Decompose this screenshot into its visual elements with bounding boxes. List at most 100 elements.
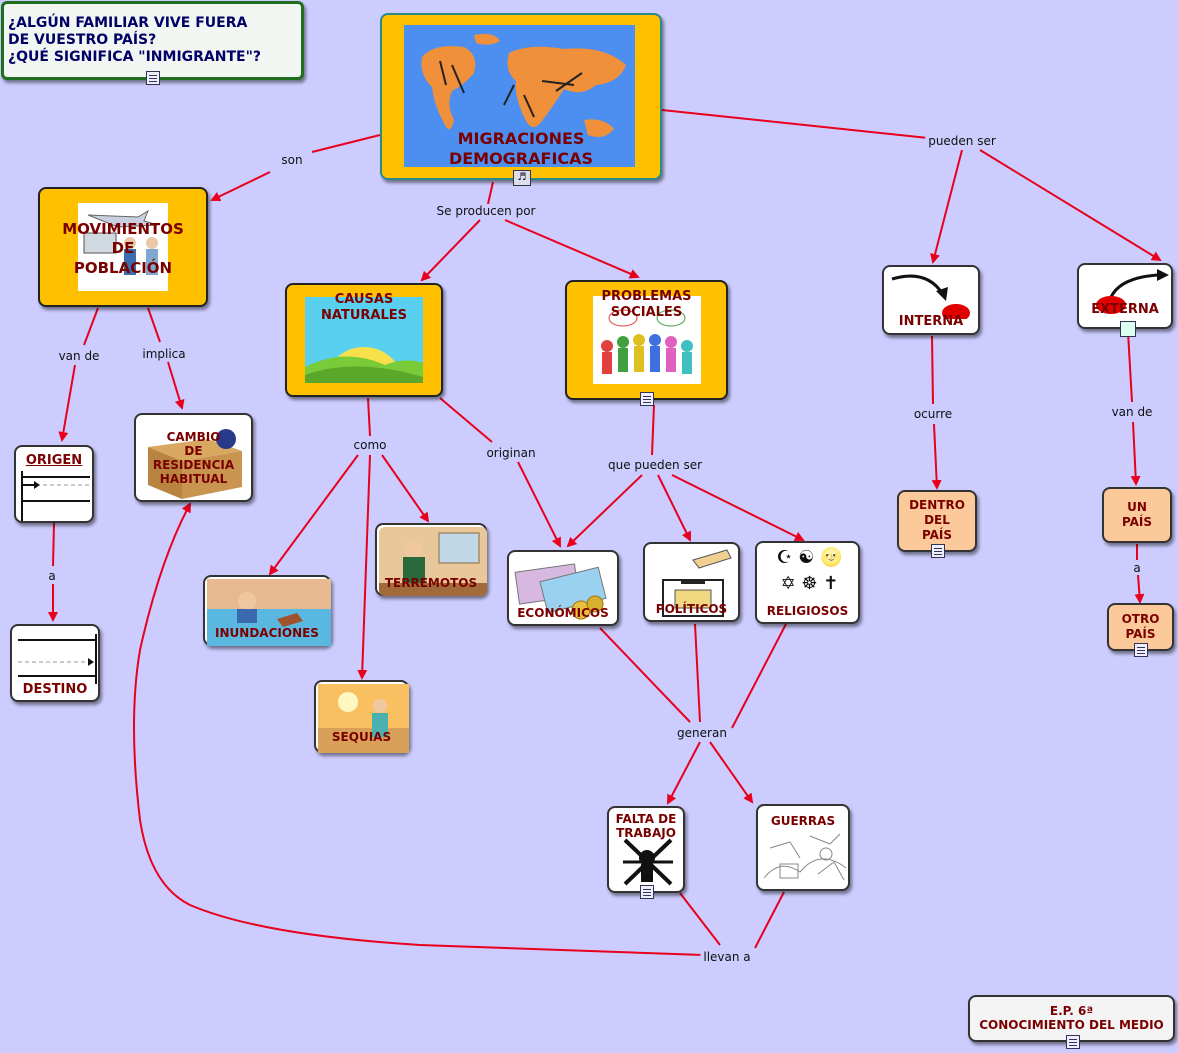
war-sketch-image — [763, 833, 847, 881]
link-label-pueden-ser: pueden ser — [925, 134, 999, 148]
node-guerras[interactable]: GUERRAS — [756, 804, 850, 891]
dentro-line-1: DENTRO — [909, 498, 965, 512]
document-icon[interactable] — [146, 71, 160, 85]
causas-line-2: NATURALES — [321, 308, 407, 323]
node-interna[interactable]: INTERNA — [882, 265, 980, 335]
link-label-como: como — [350, 438, 390, 452]
node-sequias[interactable]: SEQUIAS — [314, 680, 409, 753]
link-label-implica: implica — [139, 347, 189, 361]
cambio-line-1: CAMBIO — [166, 430, 221, 444]
node-un-pais[interactable]: UN PAÍS — [1102, 487, 1172, 543]
people-image — [593, 296, 701, 384]
node-causas-naturales[interactable]: CAUSAS NATURALES — [285, 283, 443, 397]
drought-image — [318, 684, 409, 753]
node-externa[interactable]: EXTERNA — [1077, 263, 1173, 337]
destino-label: DESTINO — [22, 682, 88, 697]
question-line-2: DE VUESTRO PAÍS? — [8, 32, 157, 48]
movimientos-line-1: MOVIMIENTOS — [62, 220, 184, 238]
question-box[interactable]: ¿ALGÚN FAMILIAR VIVE FUERA DE VUESTRO PA… — [1, 1, 304, 85]
question-line-3: ¿QUÉ SIGNIFICA "INMIGRANTE"? — [8, 49, 262, 65]
no-work-icon — [623, 838, 673, 886]
externa-label: EXTERNA — [1091, 302, 1159, 317]
destination-diagram-icon — [18, 634, 97, 684]
otro-pais-line-1: OTRO — [1121, 612, 1160, 626]
node-problemas-sociales[interactable]: PROBLEMAS SOCIALES — [565, 280, 728, 406]
terremotos-label: TERREMOTOS — [384, 576, 478, 590]
node-destino[interactable]: DESTINO — [10, 624, 100, 702]
cambio-line-2: DE — [184, 444, 203, 458]
cambio-line-4: HABITUAL — [159, 472, 228, 486]
world-map-image — [404, 25, 635, 167]
moving-box-image — [148, 429, 242, 499]
un-pais-line-2: PAÍS — [1121, 515, 1153, 529]
node-religiosos[interactable]: ☪ ☯ 🌝✡ ☸ ✝ RELIGIOSOS — [755, 541, 860, 624]
node-falta-de-trabajo[interactable]: FALTA DE TRABAJO — [607, 806, 685, 899]
link-label-originan: originan — [483, 446, 539, 460]
document-icon[interactable] — [931, 544, 945, 558]
central-title-line-2: DEMOGRAFICAS — [448, 149, 594, 168]
movimientos-line-3: POBLACIÓN — [73, 259, 173, 277]
document-icon[interactable] — [1134, 643, 1148, 657]
link-label-que-pueden-ser: que pueden ser — [604, 458, 706, 472]
interna-label: INTERNA — [898, 314, 964, 329]
link-label-se-producen-por: Se producen por — [433, 204, 539, 218]
link-label-llevan-a: llevan a — [700, 950, 754, 964]
node-economicos[interactable]: ECONÓMICOS — [507, 550, 619, 626]
economicos-label: ECONÓMICOS — [517, 606, 609, 620]
speaker-icon[interactable]: ♬ — [513, 170, 531, 186]
guerras-label: GUERRAS — [770, 814, 836, 828]
problemas-line-1: PROBLEMAS — [601, 289, 692, 304]
central-node-migraciones[interactable]: MIGRACIONES DEMOGRAFICAS ♬ — [380, 13, 662, 186]
footer-line-2: CONOCIMIENTO DEL MEDIO — [979, 1018, 1164, 1032]
origen-label: ORIGEN — [25, 453, 83, 468]
politicos-label: POLÍTICOS — [655, 602, 728, 616]
internal-arrow-icon — [891, 274, 970, 319]
central-title-line-1: MIGRACIONES — [457, 129, 585, 148]
image-icon[interactable] — [1120, 321, 1136, 337]
travelers-image — [78, 203, 168, 291]
question-line-1: ¿ALGÚN FAMILIAR VIVE FUERA — [8, 15, 248, 31]
earthquake-image — [379, 527, 487, 596]
node-origen[interactable]: ORIGEN — [14, 445, 94, 523]
footer-line-1: E.P. 6ª — [1049, 1004, 1094, 1018]
external-arrow-icon — [1096, 269, 1169, 314]
ballot-box-image — [662, 549, 732, 617]
problemas-line-2: SOCIALES — [610, 305, 683, 320]
inundaciones-label: INUNDACIONES — [215, 626, 319, 640]
document-icon[interactable] — [1066, 1035, 1080, 1049]
falta-line-2: TRABAJO — [616, 826, 676, 840]
nature-image — [305, 297, 423, 383]
flood-image — [207, 579, 331, 646]
causas-line-1: CAUSAS — [334, 292, 394, 307]
otro-pais-line-2: PAÍS — [1125, 627, 1156, 641]
dentro-line-2: DEL — [924, 513, 950, 527]
religious-symbols-image: ☪ ☯ 🌝✡ ☸ ✝ — [776, 547, 843, 594]
node-inundaciones[interactable]: INUNDACIONES — [203, 575, 331, 646]
node-otro-pais[interactable]: OTRO PAÍS — [1107, 603, 1174, 657]
origin-diagram-icon — [21, 471, 90, 521]
footer-box[interactable]: E.P. 6ª CONOCIMIENTO DEL MEDIO — [968, 995, 1175, 1049]
node-politicos[interactable]: POLÍTICOS — [643, 542, 740, 622]
un-pais-line-1: UN — [1127, 500, 1147, 514]
link-label-a-left: a — [45, 569, 59, 583]
link-label-van-de-left: van de — [55, 349, 103, 363]
node-movimientos-de-poblacion[interactable]: MOVIMIENTOS DE POBLACIÓN — [38, 187, 208, 307]
religiosos-label: RELIGIOSOS — [766, 604, 849, 618]
node-dentro-del-pais[interactable]: DENTRO DEL PAÍS — [897, 490, 977, 558]
dentro-line-3: PAÍS — [921, 528, 953, 542]
link-label-van-de-right: van de — [1108, 405, 1156, 419]
movimientos-line-2: DE — [111, 239, 135, 257]
cambio-line-3: RESIDENCIA — [152, 458, 235, 472]
document-icon[interactable] — [640, 392, 654, 406]
node-cambio-de-residencia[interactable]: CAMBIO DE RESIDENCIA HABITUAL — [134, 413, 253, 502]
document-icon[interactable] — [640, 885, 654, 899]
link-label-son: son — [278, 153, 306, 167]
link-label-ocurre: ocurre — [910, 407, 956, 421]
link-label-generan: generan — [674, 726, 730, 740]
node-terremotos[interactable]: TERREMOTOS — [375, 523, 487, 596]
sequias-label: SEQUIAS — [331, 730, 392, 744]
money-image — [514, 563, 607, 620]
falta-line-1: FALTA DE — [615, 812, 677, 826]
link-label-a-right: a — [1130, 561, 1144, 575]
